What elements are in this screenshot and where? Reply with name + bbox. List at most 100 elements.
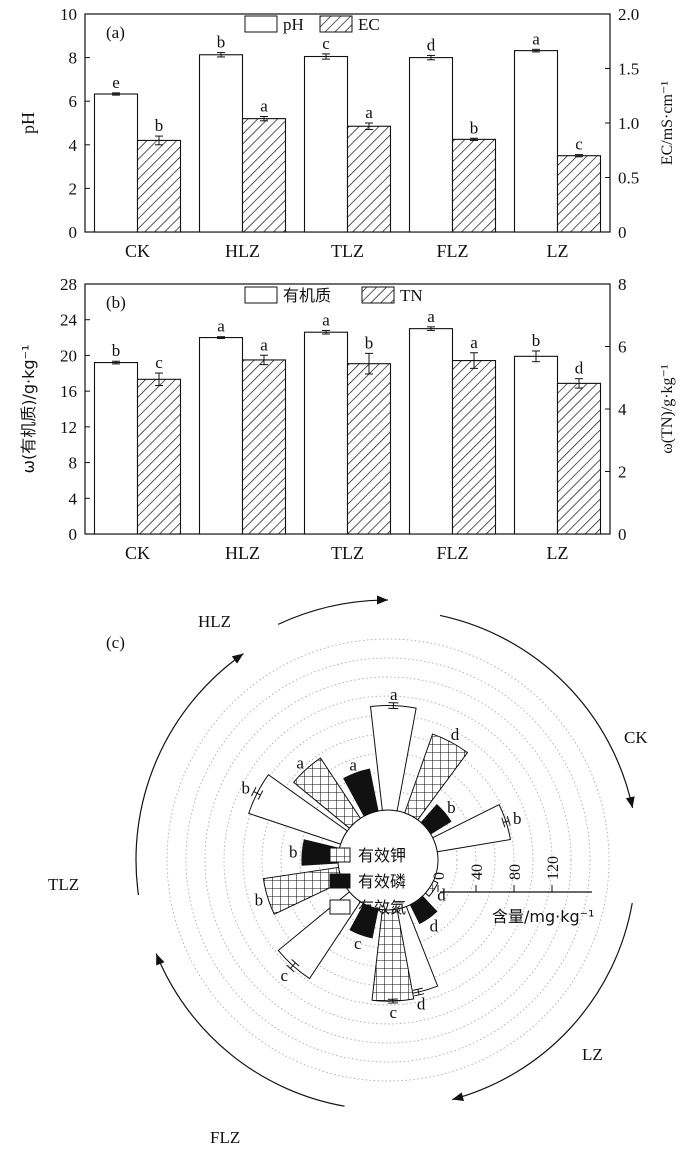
bar (198, 54, 244, 233)
y-tick-label: 0 (69, 223, 78, 242)
radial-error-bar (417, 989, 420, 995)
panel-c-legend: 有效钾 有效磷 有效氮 (329, 846, 406, 917)
radial-bar (293, 757, 362, 829)
y2-tick-label: 2 (618, 463, 627, 482)
significance-letter: c (390, 1003, 398, 1022)
panel-c-group-arrows (135, 595, 635, 1107)
bar (451, 138, 497, 233)
y2-tick-label: 2.0 (618, 5, 639, 24)
grid-ring (280, 752, 496, 968)
y-tick-label: 20 (60, 346, 77, 365)
legend-label-ph: pH (283, 15, 304, 34)
radial-error-cap (257, 790, 264, 800)
panel-a-y-axis-label: pH (18, 112, 38, 134)
grid-ring (204, 676, 572, 1044)
radial-tick-label: 80 (507, 864, 524, 880)
bar (93, 93, 139, 233)
grid-ring (261, 733, 515, 987)
radial-error-cap (412, 987, 423, 991)
radial-error-cap (286, 964, 295, 973)
x-tick-label: LZ (547, 241, 569, 261)
y-tick-label: 10 (60, 5, 77, 24)
radial-bar (409, 895, 438, 925)
significance-letter: c (281, 966, 289, 985)
x-tick-label: HLZ (225, 241, 260, 261)
legend-label-ec: EC (358, 15, 380, 34)
panel-a: (a) pH EC/mS·cm⁻¹ 024681000.51.01.52.0CK… (18, 5, 676, 261)
significance-letter: a (260, 335, 268, 354)
radial-bar (424, 880, 439, 897)
radial-bar (349, 903, 379, 939)
significance-letter: a (470, 333, 478, 352)
legend-label-tn: TN (400, 286, 423, 305)
panel-b-y-axis-label: ω(有机质)/g·kg⁻¹ (19, 345, 38, 474)
bar (136, 378, 182, 535)
radial-bar (248, 773, 348, 845)
bar (408, 57, 454, 233)
bar (136, 139, 182, 233)
grid-ring (223, 695, 553, 1025)
y-tick-label: 4 (69, 489, 78, 508)
significance-letter: b (470, 118, 479, 137)
bar (303, 331, 349, 535)
significance-letter: d (437, 886, 446, 905)
x-tick-label: LZ (547, 543, 569, 563)
significance-letter: b (112, 341, 121, 360)
significance-letter: c (575, 135, 583, 154)
group-label-ck: CK (624, 728, 648, 747)
y-tick-label: 2 (69, 179, 78, 198)
radial-axis-label: 含量/mg·kg⁻¹ (492, 907, 595, 926)
significance-letter: a (217, 317, 225, 336)
y-tick-label: 0 (69, 525, 78, 544)
arrow-head (377, 595, 388, 605)
arrow-head (156, 953, 165, 966)
panel-c-label: (c) (106, 633, 125, 652)
significance-letter: a (349, 755, 357, 774)
bar (303, 55, 349, 233)
y-tick-label: 16 (60, 382, 77, 401)
legend-label-organic-matter: 有机质 (283, 286, 331, 305)
arrow-head (452, 1092, 464, 1102)
significance-letter: b (365, 333, 374, 352)
radial-bar (371, 908, 415, 1002)
radial-bar (420, 804, 452, 835)
y2-tick-label: 4 (618, 400, 627, 419)
x-tick-label: TLZ (331, 543, 364, 563)
bar (513, 355, 559, 535)
panel-a-label: (a) (106, 23, 125, 42)
y2-tick-label: 0 (618, 223, 627, 242)
significance-letter: b (289, 843, 298, 862)
significance-letter: b (241, 778, 250, 797)
significance-letter: a (365, 103, 373, 122)
legend-swatch-available-n (329, 899, 351, 915)
significance-letter: c (322, 34, 330, 53)
significance-letter: c (155, 353, 163, 372)
legend-swatch-available-p (329, 873, 351, 889)
grid-ring (299, 771, 477, 949)
y-tick-label: 8 (69, 454, 78, 473)
radial-tick-label: 0 (431, 872, 448, 880)
group-label-tlz: TLZ (48, 875, 79, 894)
bar (556, 382, 602, 535)
arrow-head (231, 653, 244, 664)
significance-letter: a (427, 307, 435, 326)
radial-bar (343, 768, 379, 817)
legend-swatch-ph (244, 15, 278, 33)
radial-bar (369, 705, 417, 812)
bar (408, 328, 454, 535)
legend-swatch-organic-matter (244, 286, 278, 304)
y-tick-label: 8 (69, 49, 78, 68)
y2-tick-label: 1.5 (618, 60, 639, 79)
bar (513, 50, 559, 233)
grid-ring (185, 657, 591, 1063)
radial-error-cap (291, 959, 300, 967)
bar (556, 155, 602, 233)
legend-label-available-k: 有效钾 (358, 846, 406, 865)
group-arrow (277, 599, 389, 625)
significance-letter: b (255, 890, 264, 909)
radial-error-cap (506, 815, 511, 826)
panel-c-rings (166, 638, 610, 1082)
y2-tick-label: 0.5 (618, 169, 639, 188)
